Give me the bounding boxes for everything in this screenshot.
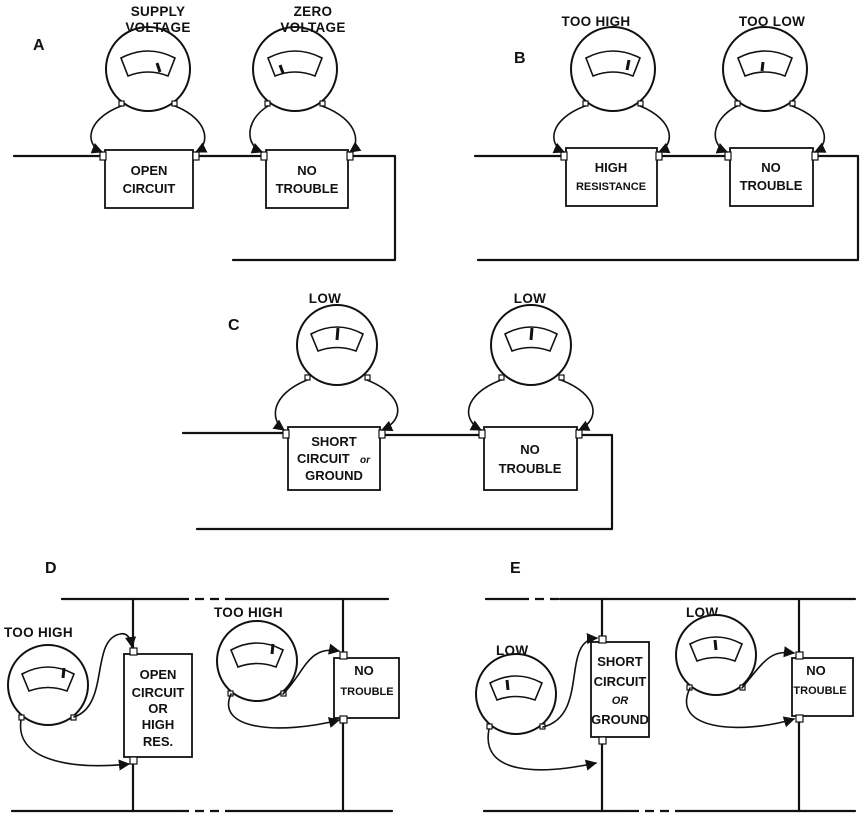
box-no-trouble bbox=[483, 426, 578, 491]
box-a2-line2: TROUBLE bbox=[276, 181, 339, 196]
box-e1-line3: OR bbox=[612, 695, 629, 707]
box-c1-or: or bbox=[360, 455, 371, 466]
meter-a2-label-line1: ZERO bbox=[294, 4, 333, 19]
meter-d2-label: TOO HIGH bbox=[214, 605, 283, 620]
needle-icon bbox=[625, 59, 631, 71]
needle-icon bbox=[270, 643, 275, 655]
meter-c2-label: LOW bbox=[514, 291, 546, 306]
box-e2-line2: TROUBLE bbox=[793, 685, 846, 697]
box-c1-line4: GROUND bbox=[305, 468, 363, 483]
voltmeter-e1 bbox=[475, 653, 557, 735]
needle-icon bbox=[278, 64, 285, 74]
box-a2-line1: NO bbox=[297, 163, 317, 178]
box-b1-line1: HIGH bbox=[595, 160, 628, 175]
meter-d1-label: TOO HIGH bbox=[4, 625, 73, 640]
panel-c-letter: C bbox=[228, 317, 240, 334]
box-e1-line4: GROUND bbox=[591, 712, 649, 727]
box-d1-line2: CIRCUIT bbox=[132, 685, 185, 700]
needle-icon bbox=[713, 639, 718, 651]
box-e1-line2: CIRCUIT bbox=[594, 674, 647, 689]
box-high-resistance bbox=[565, 147, 658, 207]
box-d1-line1: OPEN bbox=[140, 667, 177, 682]
needle-icon bbox=[335, 327, 340, 341]
box-open-circuit-or-high-res bbox=[123, 653, 193, 758]
needle-icon bbox=[61, 667, 66, 679]
voltmeter-b2 bbox=[722, 26, 808, 112]
box-c2-line1: NO bbox=[520, 442, 540, 457]
meter-a1-label-line2: VOLTAGE bbox=[125, 20, 190, 35]
box-no-trouble bbox=[265, 149, 349, 209]
voltmeter-c1 bbox=[296, 304, 378, 386]
needle-icon bbox=[760, 61, 765, 72]
needle-icon bbox=[529, 327, 534, 341]
panel-b-letter: B bbox=[514, 50, 526, 67]
panel-c: C LOW LOW SHORT CIRCUIT or GROUND NO bbox=[181, 291, 614, 531]
box-c2-line2: TROUBLE bbox=[499, 461, 562, 476]
box-d1-line3: OR bbox=[148, 701, 168, 716]
panel-e-letter: E bbox=[510, 560, 521, 577]
panel-d-letter: D bbox=[45, 560, 57, 577]
voltmeter-c2 bbox=[490, 304, 572, 386]
box-c1-line2: CIRCUIT bbox=[297, 451, 350, 466]
box-e2-line1: NO bbox=[806, 663, 826, 678]
panel-d: D TOO HIGH TOO HIGH OPEN CIRCUIT OR HIGH… bbox=[4, 560, 400, 813]
panel-a-letter: A bbox=[33, 37, 45, 54]
voltmeter-b1 bbox=[570, 26, 656, 112]
meter-c1-label: LOW bbox=[309, 291, 341, 306]
box-short-circuit bbox=[287, 426, 381, 491]
box-a1-line2: CIRCUIT bbox=[123, 181, 176, 196]
box-open-circuit bbox=[104, 149, 194, 209]
box-d1-line4: HIGH bbox=[142, 717, 175, 732]
box-b2-line1: NO bbox=[761, 160, 781, 175]
meter-b1-label: TOO HIGH bbox=[562, 14, 631, 29]
box-no-trouble bbox=[729, 147, 814, 207]
panel-a: A SUPPLY VOLTAGE ZERO VOLTAGE bbox=[12, 4, 397, 262]
box-short-circuit-or-ground bbox=[590, 641, 650, 738]
box-b2-line2: TROUBLE bbox=[740, 178, 803, 193]
meter-b2-label: TOO LOW bbox=[739, 14, 805, 29]
box-e1-line1: SHORT bbox=[597, 654, 643, 669]
meter-a2-label-line2: VOLTAGE bbox=[280, 20, 345, 35]
needle-icon bbox=[505, 679, 510, 691]
box-a1-line1: OPEN bbox=[131, 163, 168, 178]
voltmeter-a2 bbox=[252, 26, 338, 112]
box-d2-line1: NO bbox=[354, 663, 374, 678]
meter-a1-label-line1: SUPPLY bbox=[131, 4, 186, 19]
voltmeter-a1 bbox=[105, 26, 191, 112]
voltmeter-e2 bbox=[675, 614, 757, 696]
panel-e: E LOW LOW SHORT CIRCUIT OR GROUND NO TRO… bbox=[475, 560, 857, 813]
box-no-trouble bbox=[791, 657, 854, 717]
box-b1-line2: RESISTANCE bbox=[576, 181, 646, 193]
panel-b: B TOO HIGH TOO LOW HIGH RESISTANCE NO TR… bbox=[473, 14, 860, 262]
box-c1-line1: SHORT bbox=[311, 434, 357, 449]
needle-icon bbox=[155, 62, 162, 73]
box-no-trouble bbox=[333, 657, 400, 719]
voltmeter-d2 bbox=[216, 620, 298, 702]
voltmeter-d1 bbox=[7, 644, 89, 726]
box-d1-line5: RES. bbox=[143, 734, 173, 749]
box-d2-line2: TROUBLE bbox=[340, 686, 393, 698]
